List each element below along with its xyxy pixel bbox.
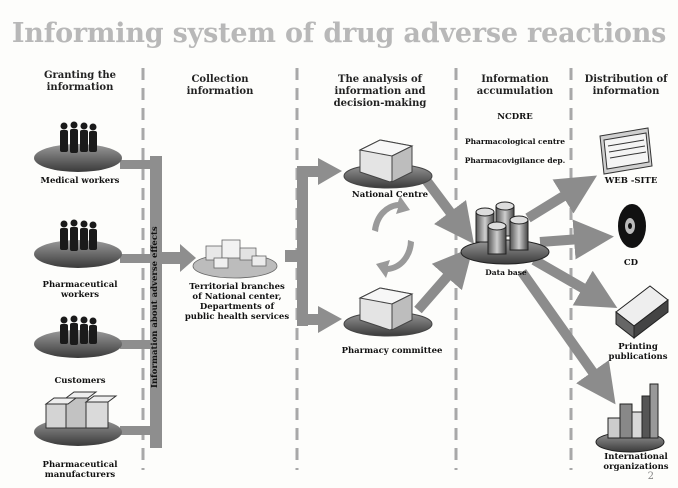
pharmacovigilance-label: Pharmacovigilance dep. — [464, 156, 566, 165]
output-website-label: WEB -SITE — [604, 176, 658, 186]
database-icon — [460, 201, 550, 265]
factory-icon — [44, 391, 118, 429]
collection-territorial-branches: Territorial branches of National center,… — [184, 282, 290, 322]
source-medical-workers: Medical workers — [40, 176, 120, 186]
pharmacy-committee-label: Pharmacy committee — [341, 346, 443, 356]
column-header-granting-label: Granting the information — [44, 70, 116, 93]
database-label: Data base — [485, 268, 527, 277]
people-icons — [60, 121, 97, 345]
page-number: 2 — [647, 471, 654, 482]
column-header-distribution-label: Distribution of information — [584, 74, 668, 97]
pharmacological-centre-label: Pharmacological centre — [464, 137, 566, 146]
column-header-granting: Granting the information — [20, 70, 140, 94]
output-international-label: International organizations — [603, 452, 669, 472]
column-header-accumulation: Information accumulation — [460, 74, 570, 98]
national-centre-building — [343, 139, 433, 189]
column-header-accumulation-label: Information accumulation — [476, 74, 554, 97]
collection-buildings — [192, 239, 278, 279]
source-pharmaceutical-workers: Pharmaceutical workers — [42, 280, 118, 300]
cd-icon — [618, 204, 646, 248]
pharmacy-committee-building — [343, 287, 433, 337]
column-header-distribution: Distribution of information — [576, 74, 676, 98]
column-header-collection-label: Collection information — [186, 74, 254, 97]
ncdre-label: NCDRE — [497, 112, 533, 122]
source-pharmaceutical-manufacturers: Pharmaceutical manufacturers — [42, 460, 118, 480]
source-platforms — [34, 144, 122, 446]
column-header-analysis: The analysis of information and decision… — [315, 74, 445, 110]
page-title: Informing system of drug adverse reactio… — [11, 18, 667, 49]
cycle-arrows — [372, 196, 414, 278]
flow-bus — [120, 156, 342, 448]
output-printing-label: Printing publications — [608, 342, 668, 362]
source-customers: Customers — [54, 376, 106, 386]
column-header-analysis-label: The analysis of information and decision… — [333, 74, 427, 109]
international-buildings-icon — [595, 383, 665, 453]
output-cd-label: CD — [623, 258, 639, 268]
column-header-collection: Collection information — [160, 74, 280, 98]
website-screen-icon — [599, 127, 653, 175]
printing-book-icon — [615, 285, 669, 340]
flow-label-adverse-effects: Information about adverse effects — [150, 226, 160, 388]
national-centre-label: National Centre — [351, 190, 429, 200]
